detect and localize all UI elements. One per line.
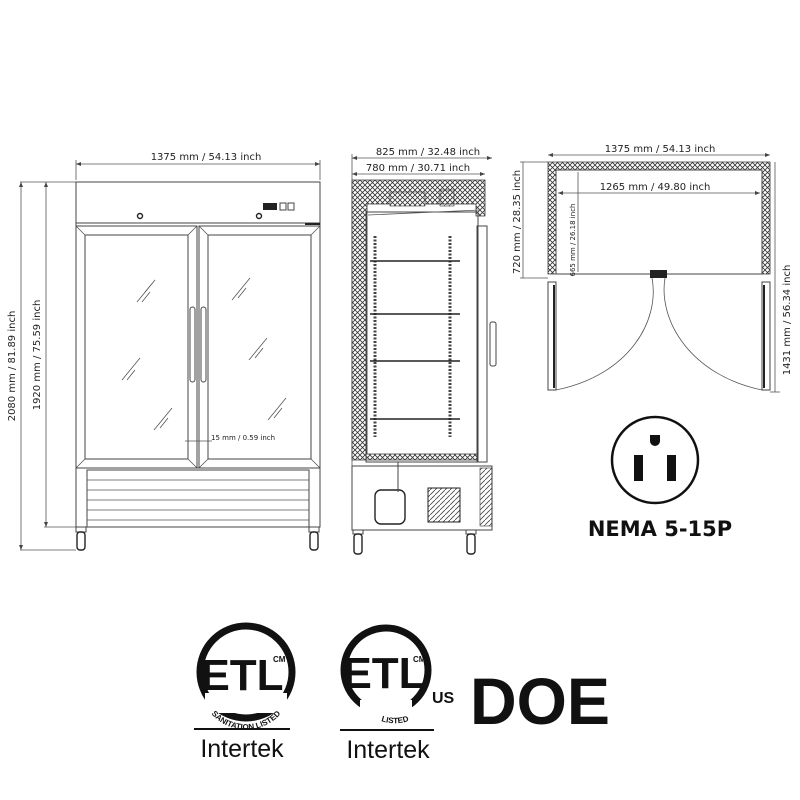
doe-logo: DOE xyxy=(470,664,610,738)
side-total-depth-label: 825 mm / 32.48 inch xyxy=(376,147,480,158)
front-casters xyxy=(75,526,320,551)
glass-reflections xyxy=(121,277,287,431)
listed-text: LISTED xyxy=(380,714,409,725)
nema-plug-icon xyxy=(610,415,700,505)
top-view: 1375 mm / 54.13 inch 1265 mm / 49.80 inc… xyxy=(512,144,793,393)
top-inner-width-label: 1265 mm / 49.80 inch xyxy=(600,182,711,193)
front-width-label: 1375 mm / 54.13 inch xyxy=(151,152,262,163)
side-view: 825 mm / 32.48 inch 780 mm / 30.71 inch xyxy=(351,147,497,555)
etl-sanitation-logo: ETL CM SANITATION LISTED xyxy=(194,622,296,732)
intertek-label-2: Intertek xyxy=(346,736,430,764)
etl-listed-logo: ETL CM LISTED US xyxy=(340,624,455,731)
compressor xyxy=(374,489,406,525)
right-door-handle xyxy=(200,306,207,383)
door-gap-label: 15 mm / 0.59 inch xyxy=(211,434,275,442)
front-total-height-label: 2080 mm / 81.89 inch xyxy=(7,311,18,422)
svg-text:ETL: ETL xyxy=(342,649,425,698)
top-open-depth-label: 1431 mm / 56.34 inch xyxy=(782,265,793,376)
front-view: 1375 mm / 54.13 inch 2080 mm / 81.89 inc… xyxy=(7,152,321,551)
svg-text:ETL: ETL xyxy=(200,651,283,700)
svg-text:CM: CM xyxy=(273,655,286,664)
svg-text:CM: CM xyxy=(413,655,426,664)
top-depth-label: 720 mm / 28.35 inch xyxy=(512,170,523,274)
side-body-depth-label: 780 mm / 30.71 inch xyxy=(366,163,470,174)
condenser xyxy=(427,487,461,523)
front-body-height-label: 1920 mm / 75.59 inch xyxy=(32,300,43,411)
left-door-handle xyxy=(189,306,196,383)
top-inner-depth-label: 665 mm / 26.18 inch xyxy=(569,204,577,277)
nema-label: NEMA 5-15P xyxy=(588,517,732,541)
intertek-label-1: Intertek xyxy=(200,735,284,763)
top-width-label: 1375 mm / 54.13 inch xyxy=(605,144,716,155)
svg-text:US: US xyxy=(432,690,455,707)
